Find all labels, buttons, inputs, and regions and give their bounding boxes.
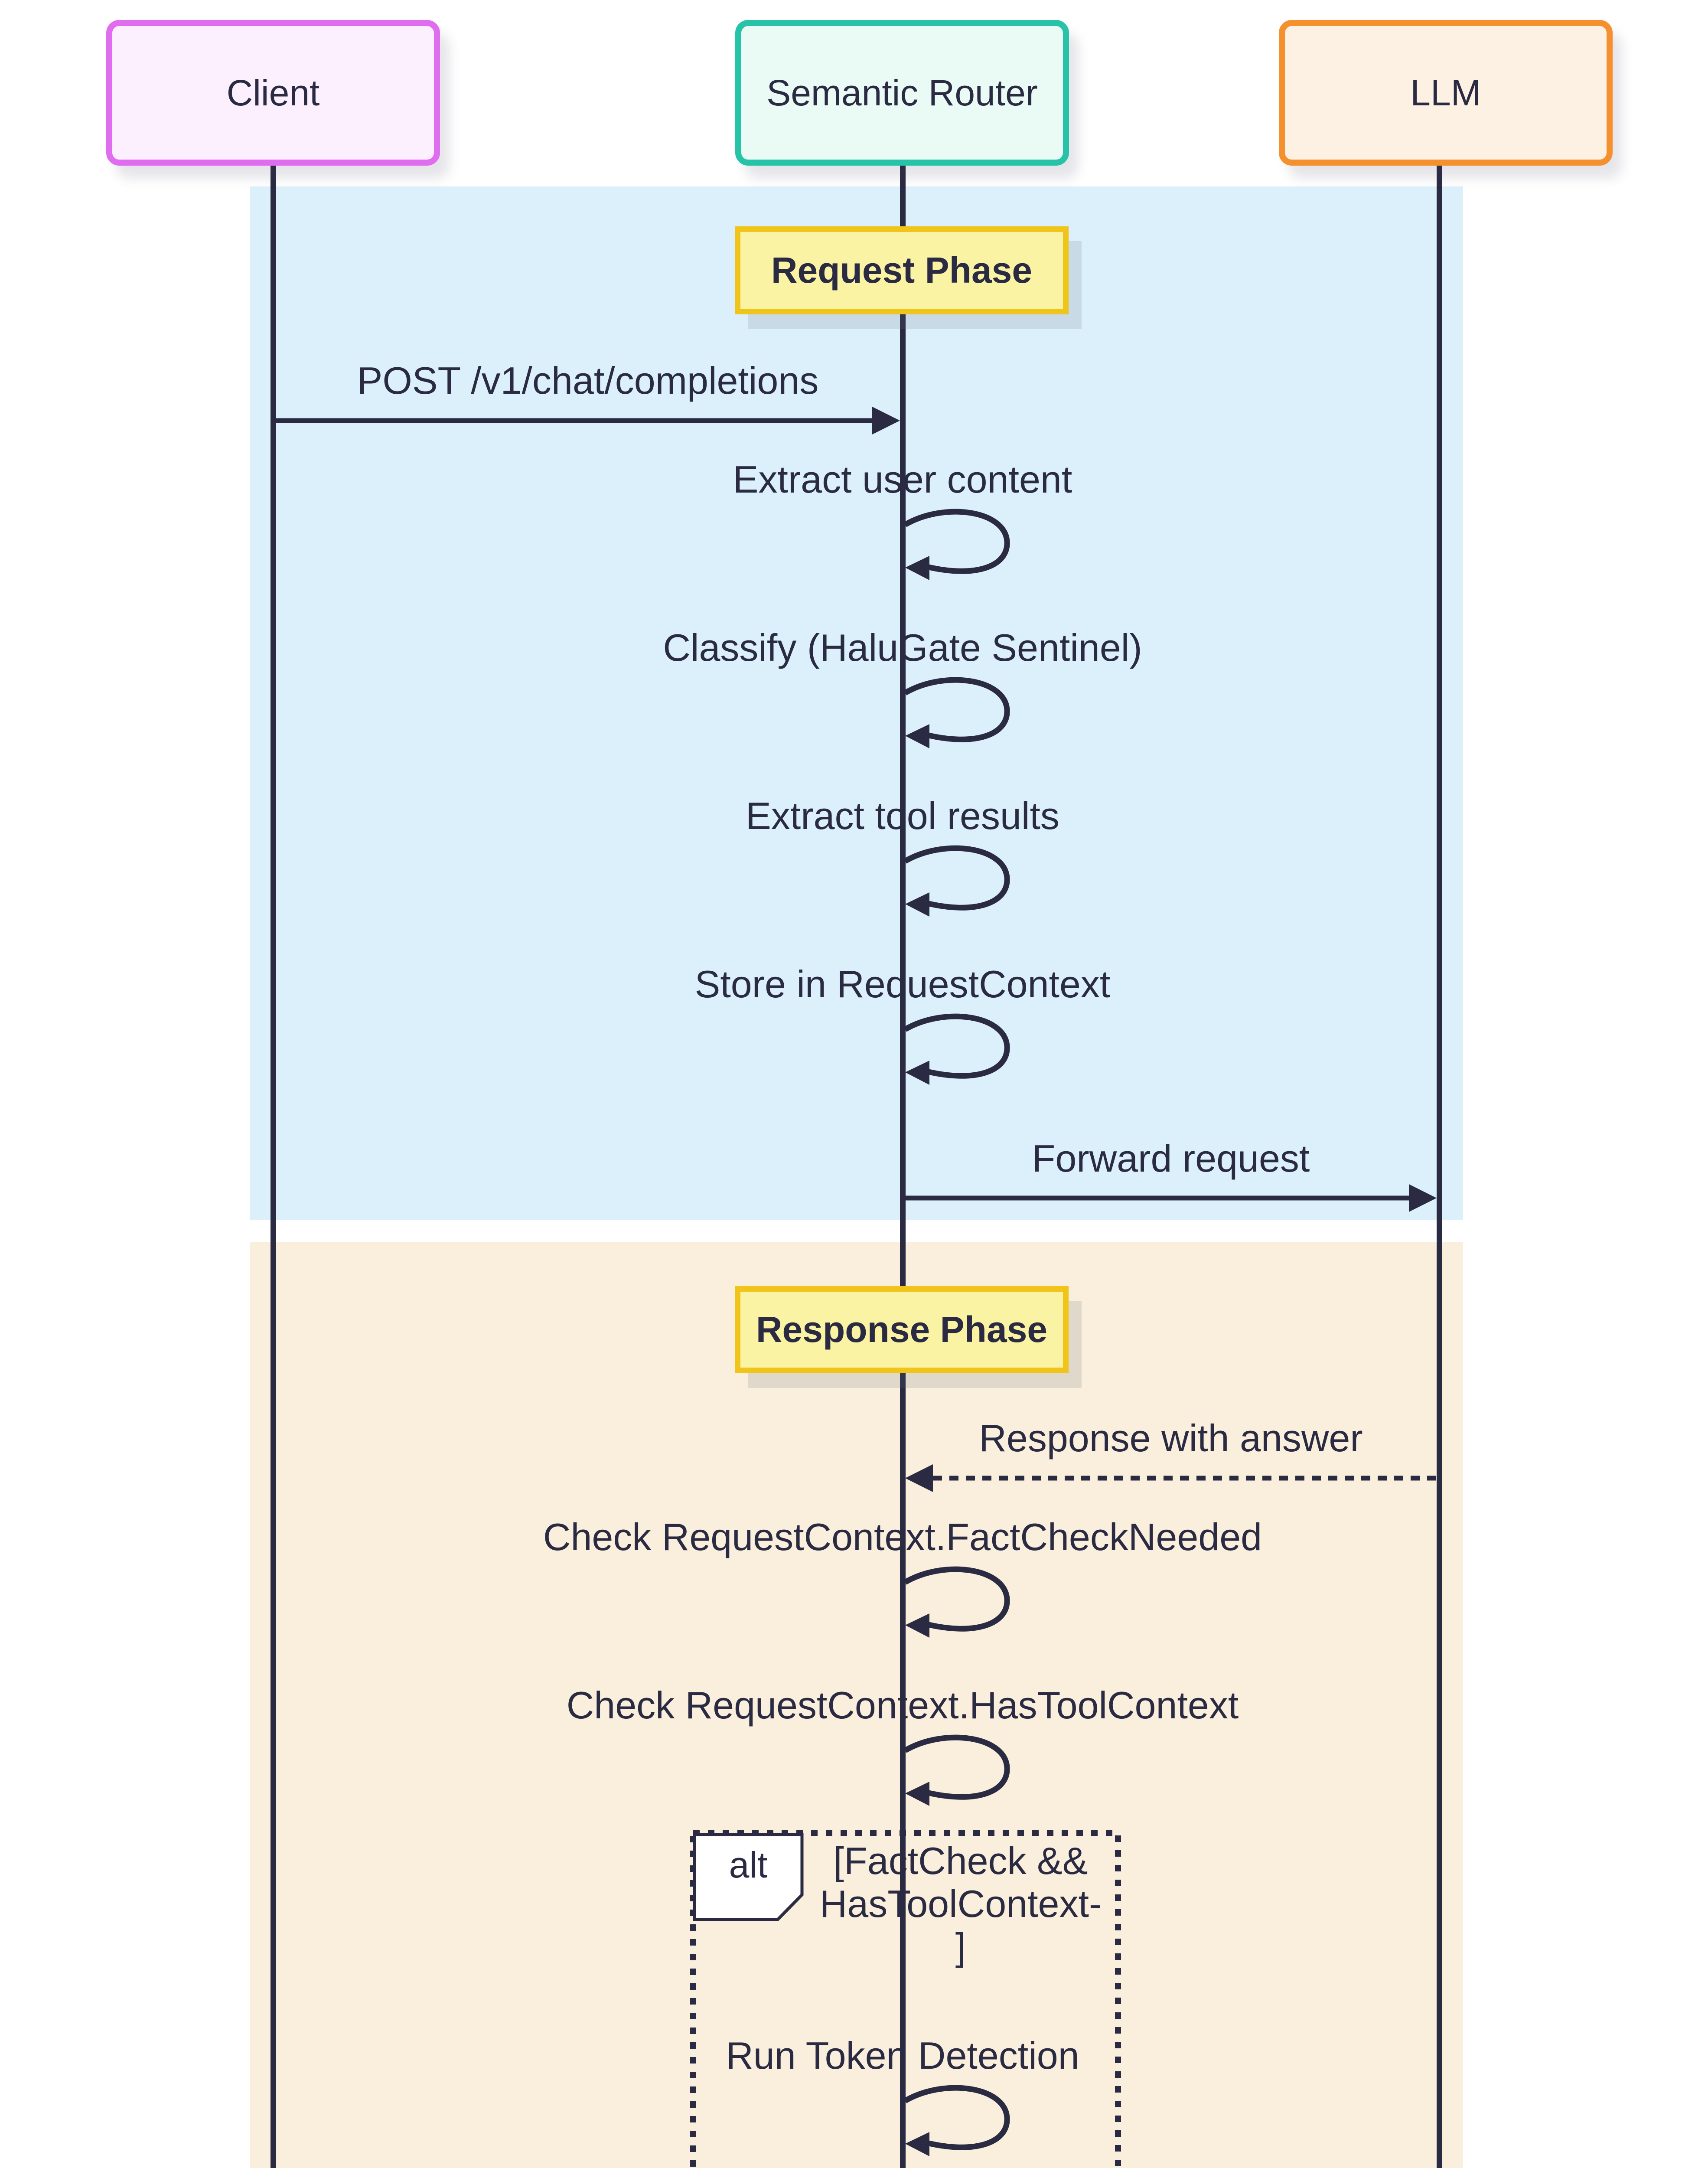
self-loop-run-token-detection <box>903 2085 1010 2156</box>
self-loop-store-in-requestcontext <box>903 1013 1010 1085</box>
message-label-post-completions: POST /v1/chat/completions <box>357 359 819 402</box>
self-loop-extract-tool-results <box>903 845 1010 917</box>
note-label: Response Phase <box>756 1309 1048 1350</box>
lifeline-semantic-router <box>900 164 906 2168</box>
alt-condition-1: [FactCheck && HasToolContext- ] <box>820 1839 1102 1968</box>
note-request-phase: Request Phase <box>735 226 1069 314</box>
message-label-response-with-answer: Response with answer <box>979 1417 1363 1459</box>
condition-line: ] <box>955 1925 966 1968</box>
self-loop-classify <box>903 677 1010 748</box>
message-label-check-factcheckneeded: Check RequestContext.FactCheckNeeded <box>543 1515 1262 1558</box>
lifeline-llm <box>1437 164 1442 2168</box>
message-label-forward-request: Forward request <box>1032 1137 1310 1180</box>
actor-top-semantic-router: Semantic Router <box>735 20 1069 166</box>
alt-operator-box <box>693 1833 804 1921</box>
self-loop-check-hastoolcontext <box>903 1734 1010 1806</box>
message-label-check-hastoolcontext: Check RequestContext.HasToolContext <box>566 1684 1239 1727</box>
message-label-extract-user-content: Extract user content <box>733 458 1072 501</box>
alt-operator-label: alt <box>729 1845 768 1885</box>
actor-top-client: Client <box>106 20 440 166</box>
actor-label: LLM <box>1410 72 1481 113</box>
actor-label: Semantic Router <box>766 72 1038 113</box>
message-label-classify: Classify (HaluGate Sentinel) <box>663 626 1142 669</box>
message-label-run-token-detection: Run Token Detection <box>726 2034 1079 2077</box>
request-phase-band <box>250 186 1463 1220</box>
alt-frame <box>690 1830 1121 2168</box>
note-response-phase: Response Phase <box>735 1286 1069 1373</box>
self-loop-extract-user-content <box>903 509 1010 580</box>
message-label-store-requestcontext: Store in RequestContext <box>694 963 1111 1006</box>
response-phase-band <box>250 1242 1463 2168</box>
lifeline-client <box>271 164 276 2168</box>
actor-top-llm: LLM <box>1279 20 1613 166</box>
note-label: Request Phase <box>771 250 1033 291</box>
condition-line: HasToolContext- <box>819 1882 1102 1925</box>
self-loop-check-factcheckneeded <box>903 1566 1010 1638</box>
message-label-extract-tool-results: Extract tool results <box>746 794 1059 837</box>
condition-line: [FactCheck && <box>833 1839 1088 1882</box>
actor-label: Client <box>226 72 320 113</box>
